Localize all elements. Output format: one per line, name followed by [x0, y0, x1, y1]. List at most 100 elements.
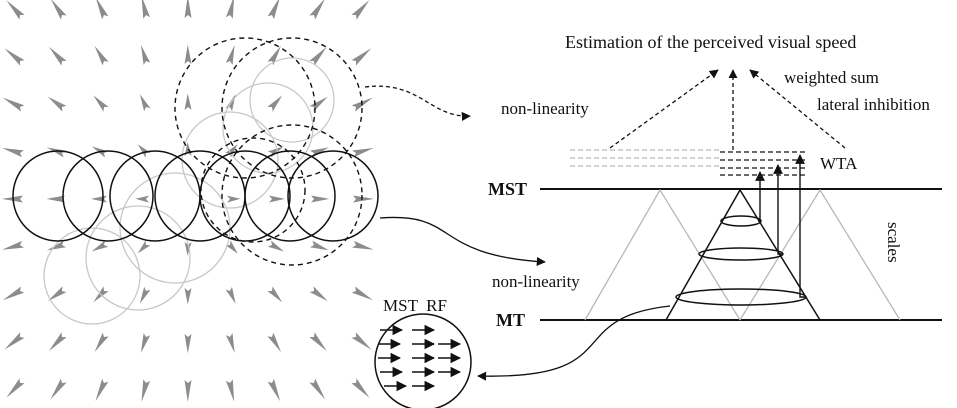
- nonlinearity-top-arrow: [364, 85, 471, 121]
- flow-vector-icon: [184, 379, 192, 402]
- flow-vector-icon: [351, 378, 370, 398]
- flow-vector-icon: [184, 333, 192, 354]
- dashed-circle: [221, 37, 363, 179]
- flow-vector-icon: [6, 378, 25, 398]
- flow-vector-icon: [2, 148, 24, 158]
- flow-vector-icon: [226, 195, 241, 203]
- flow-vector-icon: [46, 147, 67, 158]
- flow-vector-icon: [351, 332, 372, 350]
- flow-vector-icon: [267, 240, 284, 252]
- flow-vector-icon: [141, 379, 151, 402]
- flow-vector-icon: [2, 97, 25, 112]
- rf-circle: [244, 150, 336, 242]
- scale-ellipse-small: [720, 215, 762, 227]
- flow-vector-icon: [140, 333, 151, 353]
- flow-vector-icon: [140, 45, 151, 65]
- rightward-arrows-icon: [378, 324, 462, 392]
- flow-vector-icon: [94, 45, 109, 66]
- flow-vector-icon: [267, 0, 280, 20]
- faint-rf-circles: [43, 57, 335, 325]
- flow-vector-icon: [225, 144, 238, 158]
- flow-vector-icon: [96, 0, 109, 20]
- optic-flow-field: [1, 0, 374, 402]
- flow-vector-icon: [48, 332, 67, 352]
- lateral-inhibition-label: lateral inhibition: [817, 95, 930, 114]
- dashed-rf-circles: [174, 37, 363, 266]
- flow-vector-icon: [225, 286, 236, 304]
- flow-vector-icon: [225, 44, 235, 65]
- flow-vector-icon: [267, 332, 282, 353]
- flow-vector-icon: [141, 0, 151, 19]
- scale-pyramid: [665, 188, 821, 321]
- rf-circle: [287, 150, 379, 242]
- mst-rf-circle: [374, 313, 472, 408]
- flow-vector-icon: [6, 0, 25, 20]
- nonlinearity-top-label: non-linearity: [501, 99, 589, 118]
- faint-triangle-right: [739, 188, 901, 321]
- flow-vector-icon: [225, 0, 234, 19]
- rf-circle: [62, 150, 154, 242]
- flow-vector-icon: [268, 195, 285, 203]
- faint-triangle-left: [584, 188, 741, 321]
- wta-label: WTA: [820, 154, 858, 173]
- pyramid-outline: [665, 188, 821, 321]
- flow-vector-icon: [352, 195, 374, 203]
- estimation-arrows: [609, 69, 846, 150]
- flow-vector-icon: [48, 46, 67, 66]
- faint-scale-triangles: [584, 188, 901, 321]
- faint-circle: [43, 227, 141, 325]
- flow-vector-icon: [309, 96, 328, 112]
- dashed-circle: [200, 137, 306, 243]
- mt-to-rf-arrow: [477, 305, 671, 381]
- faint-circle: [119, 172, 231, 284]
- dashed-circle: [174, 37, 316, 179]
- flow-vector-icon: [135, 195, 150, 203]
- flow-vector-icon: [91, 240, 109, 252]
- faint-circle: [222, 82, 314, 174]
- rf-circle: [199, 150, 291, 242]
- estimation-title: Estimation of the perceived visual speed: [565, 32, 856, 52]
- flow-vector-icon: [184, 93, 192, 111]
- faint-circle: [85, 205, 191, 311]
- wta-arrow-1: [755, 171, 765, 222]
- flow-vector-icon: [137, 240, 151, 254]
- weighted-sum-label: weighted sum: [784, 68, 879, 87]
- flow-vector-icon: [46, 195, 66, 203]
- rf-circle: [12, 150, 104, 242]
- flow-vector-icon: [225, 240, 238, 254]
- faint-circle: [249, 57, 335, 143]
- nonlinearity-bottom-arrow: [379, 216, 546, 267]
- mst-rf-inset: [374, 313, 472, 408]
- flow-vector-icon: [139, 94, 151, 112]
- scale-ellipse-large: [675, 288, 807, 306]
- flow-vector-icon: [4, 48, 25, 66]
- flow-vector-icon: [310, 195, 330, 203]
- flow-vector-icon: [184, 287, 192, 305]
- flow-vector-icon: [225, 379, 235, 402]
- flow-vector-icon: [309, 378, 326, 400]
- flow-vector-icon: [47, 96, 67, 112]
- flow-vector-icon: [267, 95, 283, 112]
- flow-vector-icon: [90, 195, 108, 203]
- nonlinearity-bottom-label: non-linearity: [492, 272, 580, 291]
- flow-vector-icon: [351, 0, 370, 20]
- wta-dashed-lines: [570, 149, 805, 176]
- mst-rf-label: MST RF: [383, 296, 447, 315]
- wta-arrow-2: [773, 164, 783, 255]
- flow-vector-icon: [351, 48, 372, 66]
- flow-vector-icon: [309, 46, 327, 66]
- mst-label: MST: [488, 179, 527, 199]
- scales-label: scales: [884, 222, 903, 263]
- flow-vector-icon: [4, 332, 25, 350]
- flow-vector-icon: [309, 240, 329, 251]
- flow-vector-icon: [351, 286, 373, 301]
- estimation-arrow-left: [609, 69, 719, 149]
- flow-vector-icon: [184, 44, 192, 65]
- flow-vector-icon: [309, 286, 328, 302]
- flow-vector-icon: [139, 286, 151, 304]
- flow-vector-icon: [2, 286, 25, 301]
- scale-to-wta-arrows: [755, 154, 805, 298]
- flow-vector-icon: [267, 286, 283, 303]
- dashed-circle: [221, 124, 363, 266]
